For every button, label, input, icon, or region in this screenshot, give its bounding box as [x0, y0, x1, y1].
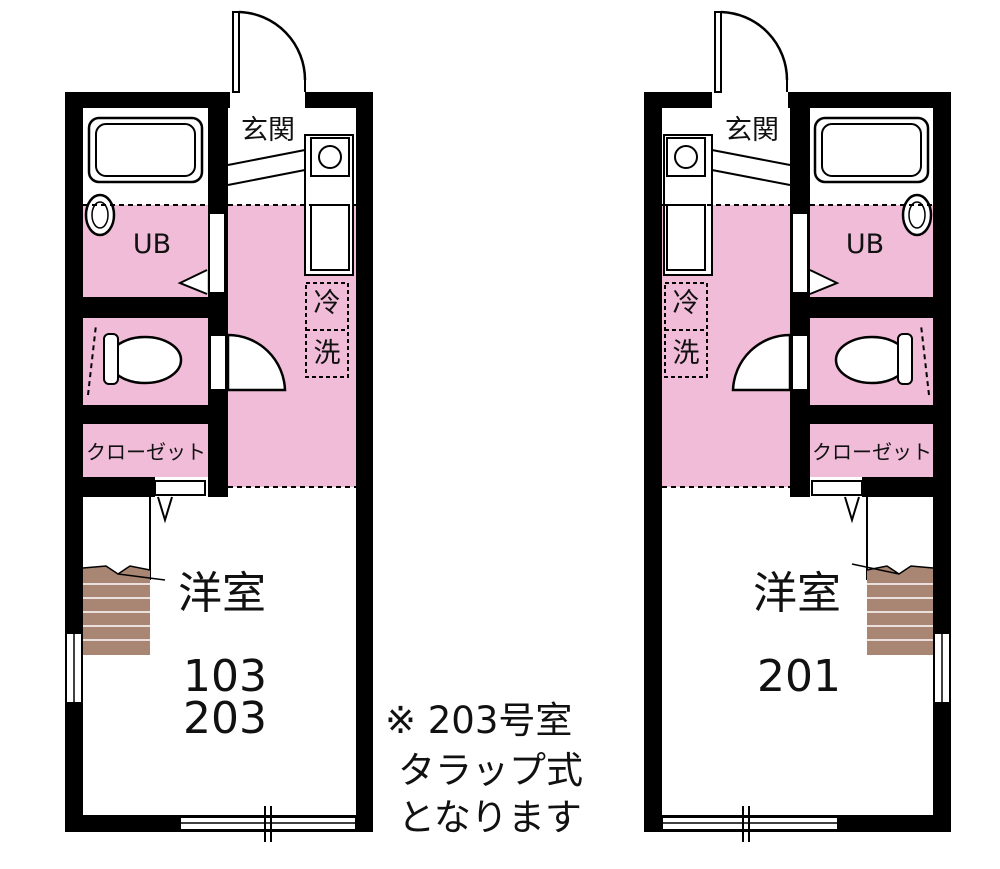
door-swing: [720, 10, 789, 81]
washer-label: 洗: [673, 338, 700, 369]
wall-right: [356, 92, 373, 832]
stairs: [82, 565, 166, 655]
room-number: 201: [757, 651, 841, 702]
stove-icon: [318, 145, 342, 169]
bath-label: UB: [133, 229, 171, 260]
partition-closet-v: [790, 424, 810, 497]
stairs: [851, 563, 934, 655]
entrance-label: 玄関: [725, 115, 779, 146]
partition-bath-h: [65, 297, 228, 318]
partition-closet-h: [862, 477, 951, 497]
partition-closet-h: [65, 477, 155, 497]
sink: [310, 204, 350, 271]
note-line: タラップ式: [398, 749, 583, 792]
sink: [666, 204, 706, 271]
room-label: 洋室: [753, 568, 841, 619]
unit-right: 玄関 UB 冷 洗 クローゼット 洋室 201: [644, 10, 951, 842]
partition-closet-v: [208, 424, 228, 497]
partition-bath-h: [790, 297, 951, 318]
closet-label: クローゼット: [812, 440, 932, 464]
note: ※ 203号室 タラップ式 となります: [385, 699, 583, 839]
door-leaf: [714, 11, 722, 93]
partition-toilet-h: [790, 405, 951, 424]
note-line: ※ 203号室: [385, 699, 572, 742]
closet-floor: [810, 424, 933, 477]
closet-label: クローゼット: [86, 440, 206, 464]
bath-label: UB: [846, 229, 884, 260]
closet-floor: [83, 424, 208, 477]
fridge-label: 冷: [673, 288, 700, 319]
room-label: 洋室: [178, 568, 266, 619]
washer-label: 洗: [314, 338, 341, 369]
wall-left: [65, 92, 83, 832]
wall-left: [644, 92, 662, 832]
room-number: 203: [183, 693, 267, 744]
room-number: 103: [183, 651, 267, 702]
wall-right: [933, 92, 951, 832]
door-swing: [238, 10, 307, 81]
unit-left: 玄関 UB 冷 洗 クローゼット 洋室 103 203: [65, 10, 373, 842]
wall-top-right: [788, 92, 951, 108]
partition-toilet-h: [65, 405, 228, 424]
wall-top-left: [65, 92, 230, 108]
door-leaf: [232, 11, 240, 93]
fridge-label: 冷: [314, 288, 341, 319]
toilet-icon: [107, 335, 183, 385]
entrance-label: 玄関: [241, 115, 295, 146]
stove-icon: [674, 145, 698, 169]
note-line: となります: [398, 796, 582, 839]
